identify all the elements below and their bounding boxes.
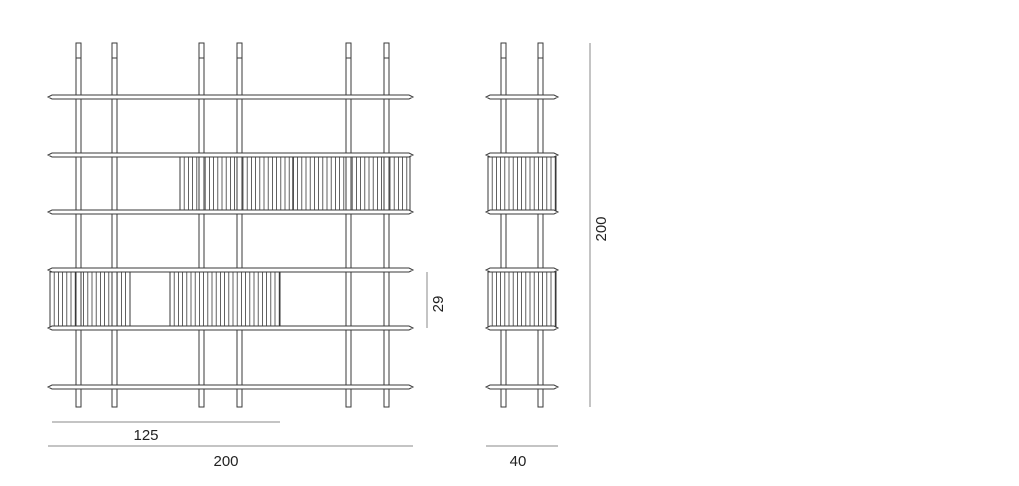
- dimensions: 125 200 29 40 200: [48, 43, 610, 470]
- door-slats: [491, 157, 556, 211]
- door-slats: [183, 157, 408, 211]
- shelf-side: [484, 209, 560, 215]
- shelf: [46, 94, 415, 100]
- slatted-door-panel: [179, 156, 411, 212]
- shelf: [46, 384, 415, 390]
- front-door-upper: [179, 156, 411, 212]
- shelf: [46, 209, 415, 215]
- side-post: [537, 42, 544, 408]
- front-shelves: [46, 94, 415, 390]
- front-post: [236, 156, 243, 212]
- dimension-label-29: 29: [430, 296, 447, 313]
- shelf-side: [484, 384, 560, 390]
- shelf: [46, 325, 415, 331]
- dimension-label-200-height: 200: [593, 216, 610, 241]
- front-post: [75, 271, 82, 329]
- shelf-side: [484, 267, 560, 273]
- side-door-upper: [487, 156, 557, 212]
- door-slats: [491, 272, 556, 328]
- front-post: [198, 156, 205, 212]
- side-shelves: [484, 94, 560, 390]
- front-post: [75, 42, 82, 408]
- front-post: [383, 156, 390, 212]
- front-post: [111, 42, 118, 408]
- shelf: [46, 152, 415, 158]
- front-post: [236, 42, 243, 408]
- dimension-label-40: 40: [510, 453, 527, 470]
- front-post: [111, 271, 118, 329]
- side-posts: [500, 42, 544, 408]
- side-post: [500, 42, 507, 408]
- door-slats: [173, 272, 280, 328]
- side-door-lower: [487, 271, 557, 329]
- front-post: [345, 42, 352, 408]
- dimension-label-125: 125: [133, 427, 158, 444]
- shelf-side: [484, 325, 560, 331]
- side-view: [484, 42, 560, 408]
- dimension-label-200-width: 200: [213, 453, 238, 470]
- shelf: [46, 267, 415, 273]
- front-door-lower: [49, 271, 281, 329]
- shelf-side: [484, 152, 560, 158]
- slatted-door-side: [487, 271, 557, 329]
- front-posts: [75, 42, 390, 408]
- front-view: [46, 42, 415, 408]
- front-post: [345, 156, 352, 212]
- front-post: [383, 42, 390, 408]
- front-post: [198, 42, 205, 408]
- slatted-door-side: [487, 156, 557, 212]
- shelf-side: [484, 94, 560, 100]
- slatted-door-panel: [49, 271, 131, 329]
